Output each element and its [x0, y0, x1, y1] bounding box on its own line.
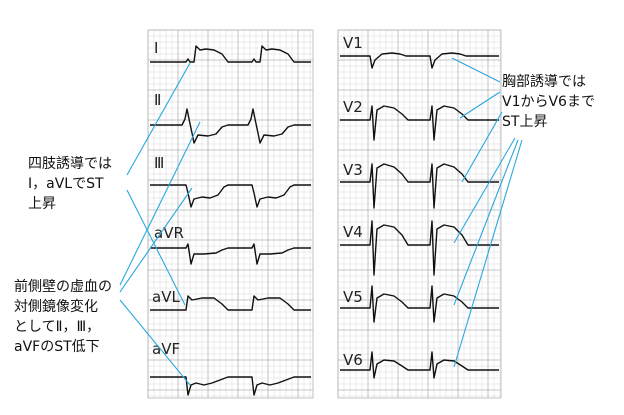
chest-lead-grid — [337, 29, 502, 399]
annotation-line: 前側壁の虚血の — [14, 278, 112, 295]
trace-lead-aVL — [150, 295, 311, 311]
annotation-line: 四肢誘導では — [28, 156, 112, 172]
pointer-limb-st-lead-I — [126, 62, 191, 176]
pointer-reciprocal-lead-III — [119, 187, 193, 293]
annotation-line: としてⅡ，Ⅲ， — [14, 319, 100, 335]
lead-label-V1: V1 — [343, 34, 363, 52]
grid-minor-lines — [338, 30, 501, 398]
lead-label-aVL: aVL — [152, 288, 180, 306]
ecg-grids — [147, 29, 502, 399]
lead-label-V3: V3 — [343, 161, 363, 179]
grid-minor-lines — [148, 30, 313, 398]
pointer-chest-st-V1 — [451, 57, 501, 83]
limb-lead-grid — [147, 29, 314, 399]
annotation-line: V1からV6まで — [502, 94, 595, 110]
grid-border — [147, 29, 314, 399]
pointer-reciprocal-lead-II — [119, 121, 201, 286]
annotation-chest-st-elevation: 胸部誘導では V1からV6まで ST上昇 — [502, 74, 595, 130]
trace-lead-V5 — [340, 285, 499, 323]
pointer-limb-st-lead-aVL — [126, 189, 186, 306]
trace-lead-I — [150, 45, 311, 63]
lead-label-aVF: aVF — [152, 340, 180, 358]
pointer-chest-st-V5 — [453, 139, 519, 306]
pointer-chest-st-V4 — [453, 137, 516, 244]
ecg-traces — [150, 45, 499, 396]
lead-label-I: Ⅰ — [154, 39, 158, 57]
lead-label-III: Ⅲ — [154, 154, 164, 172]
trace-lead-V2 — [340, 105, 499, 141]
annotation-line: 胸部誘導では — [502, 74, 586, 90]
grid-border — [337, 29, 502, 399]
annotation-line: ST上昇 — [502, 114, 547, 130]
pointer-lines — [119, 57, 523, 386]
trace-lead-III — [150, 184, 311, 208]
trace-lead-V6 — [340, 351, 499, 379]
annotation-line: 対側鏡像変化 — [14, 298, 98, 315]
trace-lead-aVF — [150, 376, 311, 396]
pointer-reciprocal-lead-aVF — [119, 299, 191, 386]
lead-label-aVR: aVR — [154, 224, 184, 242]
pointer-chest-st-V6 — [453, 139, 523, 368]
trace-lead-aVR — [150, 243, 311, 265]
trace-lead-V1 — [340, 52, 499, 69]
lead-label-V4: V4 — [343, 223, 363, 241]
lead-label-V6: V6 — [343, 351, 363, 369]
pointer-chest-st-V2 — [459, 91, 501, 119]
annotation-limb-st-elevation: 四肢誘導では Ⅰ，aVLでST 上昇 — [28, 156, 112, 212]
annotation-line: aVFのST低下 — [14, 339, 100, 355]
annotation-line: 上昇 — [28, 196, 56, 212]
annotation-reciprocal-depression: 前側壁の虚血の 対側鏡像変化 としてⅡ，Ⅲ， aVFのST低下 — [14, 278, 112, 355]
trace-lead-V3 — [340, 163, 499, 209]
annotation-line: Ⅰ，aVLでST — [28, 176, 104, 192]
lead-label-V5: V5 — [343, 288, 363, 306]
trace-lead-V4 — [340, 220, 499, 276]
lead-label-II: Ⅱ — [154, 91, 161, 109]
grid-major-lines — [337, 29, 501, 398]
lead-label-V2: V2 — [343, 98, 363, 116]
trace-lead-II — [150, 108, 311, 144]
pointer-chest-st-V3 — [461, 111, 503, 183]
